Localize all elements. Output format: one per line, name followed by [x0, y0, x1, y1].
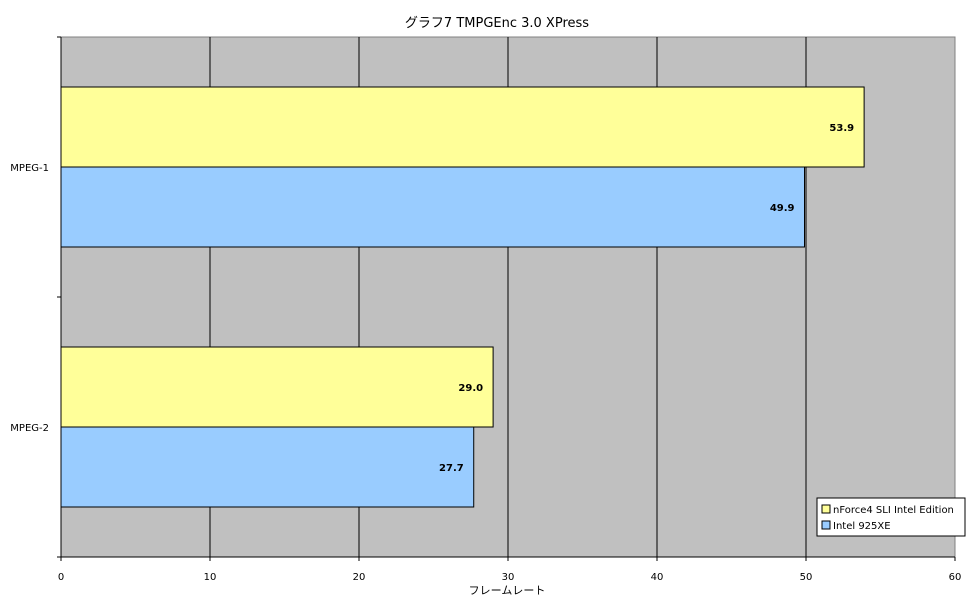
bar — [60, 166, 806, 248]
category-label: MPEG-2 — [10, 423, 49, 434]
x-tick-label: 30 — [502, 572, 515, 583]
x-tick-label: 40 — [651, 572, 664, 583]
bar — [60, 86, 865, 168]
legend-swatch — [821, 520, 831, 530]
x-axis-title: フレームレート — [469, 584, 546, 597]
x-tick-label: 10 — [204, 572, 217, 583]
legend-label: nForce4 SLI Intel Edition — [833, 505, 954, 516]
bar — [60, 426, 475, 508]
x-tick-label: 0 — [58, 572, 64, 583]
x-tick-label: 20 — [353, 572, 366, 583]
data-label: 53.9 — [829, 123, 854, 134]
data-label: 29.0 — [458, 383, 483, 394]
data-label: 49.9 — [770, 203, 795, 214]
category-label: MPEG-1 — [10, 163, 49, 174]
x-tick-label: 50 — [800, 572, 813, 583]
x-tick-label: 60 — [949, 572, 962, 583]
chart-title: グラフ7 TMPGEnc 3.0 XPress — [405, 16, 589, 31]
legend-box — [816, 497, 966, 537]
data-label: 27.7 — [439, 463, 464, 474]
legend-label: Intel 925XE — [833, 521, 891, 532]
legend-swatch — [821, 504, 831, 514]
bar — [60, 346, 494, 428]
